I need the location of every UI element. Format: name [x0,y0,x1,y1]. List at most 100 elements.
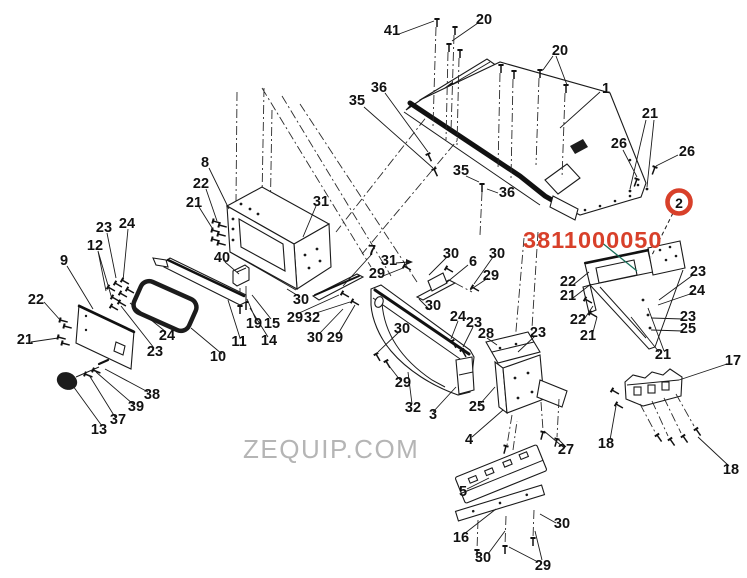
callout-14-41: 14 [261,333,277,349]
callout-24-50: 24 [450,309,466,325]
callout-24-35: 24 [159,328,175,344]
callout-30-31: 30 [307,330,323,346]
callout-6-24: 6 [469,254,477,270]
callout-38-42: 38 [144,387,160,403]
part-number-leader [600,241,638,272]
callout-3-49: 3 [429,407,437,423]
callout-21-6: 21 [642,106,658,122]
door-panel-screws [56,316,74,349]
side-rail-part [311,262,414,309]
callout-29-32: 29 [327,330,343,346]
callout-20-1: 20 [476,12,492,28]
callout-30-46: 30 [394,321,410,337]
callout-30-28: 30 [293,292,309,308]
slotted-plate-part [455,444,547,504]
callout-29-47: 29 [395,375,411,391]
callout-18-72: 18 [598,436,614,452]
callout-7-20: 7 [368,243,376,259]
sill-rail-part [152,257,247,306]
callout-25-69: 25 [680,321,696,337]
callout-21-70: 21 [655,347,671,363]
callout-21-63: 21 [560,288,576,304]
callout-11-38: 11 [231,334,246,350]
callout-21-13: 21 [186,195,202,211]
callout-17-71: 17 [725,353,741,369]
callout-26-8: 26 [679,144,695,160]
callout-5-57: 5 [459,484,467,500]
callout-8-11: 8 [201,155,209,171]
hood-mount-bolts [424,18,659,236]
hood-part [403,61,647,221]
callout-9-18: 9 [60,253,68,269]
callout-29-26: 29 [483,268,499,284]
toolbox-screws [210,217,229,249]
support-bracket-part [494,354,568,456]
callout-32-48: 32 [405,400,421,416]
clamp-bracket-part [609,368,704,449]
highlight-annotations: 3811000050 2 [523,188,693,272]
callout-16-58: 16 [453,530,469,546]
circled-ref-leader [650,212,674,258]
callout-36-10: 36 [499,185,515,201]
callout-19-39: 19 [246,316,262,332]
circled-ref-number: 2 [675,195,683,211]
callout-15-40: 15 [264,316,280,332]
gasket-part [131,278,199,334]
watermark: ZEQUIP.COM [243,434,419,464]
knob-part [56,358,110,390]
callout-18-73: 18 [723,462,739,478]
callout-23-51: 23 [466,315,482,331]
callout-12-17: 12 [87,238,103,254]
callout-29-29: 29 [287,310,303,326]
circled-ref-ring [665,188,693,216]
callout-25-53: 25 [469,399,485,415]
callout-30-59: 30 [554,516,570,532]
callout-20-2: 20 [552,43,568,59]
callout-32-30: 32 [304,310,320,326]
side-bracket-part [582,240,686,350]
phantom-lines [235,87,539,451]
callout-21-34: 21 [17,332,33,348]
callout-27-56: 27 [558,442,574,458]
callout-29-61: 29 [535,558,551,574]
fender-part [370,284,475,396]
callout-23-54: 23 [530,325,546,341]
callout-30-25: 30 [489,246,505,262]
callout-29-22: 29 [369,266,385,282]
door-panel-part [75,304,136,370]
callout-28-52: 28 [478,326,494,342]
callout-23-66: 23 [690,264,706,280]
callout-1-3: 1 [602,81,610,97]
callout-10-37: 10 [210,349,226,365]
callout-40-19: 40 [214,250,230,266]
callout-21-65: 21 [580,328,596,344]
callout-4-55: 4 [465,432,473,448]
callout-35-9: 35 [453,163,469,179]
callout-22-33: 22 [28,292,44,308]
callout-23-36: 23 [147,344,163,360]
callout-24-67: 24 [689,283,705,299]
callout-30-23: 30 [443,246,459,262]
mount-rail-part [454,484,546,559]
callout-37-44: 37 [110,412,126,428]
callout-31-14: 31 [313,194,329,210]
callout-23-68: 23 [680,309,696,325]
support-rail-part [415,264,482,301]
bracket-plate-part [485,331,541,364]
callout-31-21: 31 [381,253,397,269]
callout-24-16: 24 [119,216,135,232]
callout-36-4: 36 [371,80,387,96]
toolbox-part [225,186,332,291]
callout-13-45: 13 [91,422,107,438]
callout-30-60: 30 [475,550,491,566]
callout-22-62: 22 [560,274,576,290]
callout-41-0: 41 [384,23,400,39]
callout-22-64: 22 [570,312,586,328]
leader-lines [30,20,730,563]
callout-39-43: 39 [128,399,144,415]
callout-23-15: 23 [96,220,112,236]
callout-22-12: 22 [193,176,209,192]
